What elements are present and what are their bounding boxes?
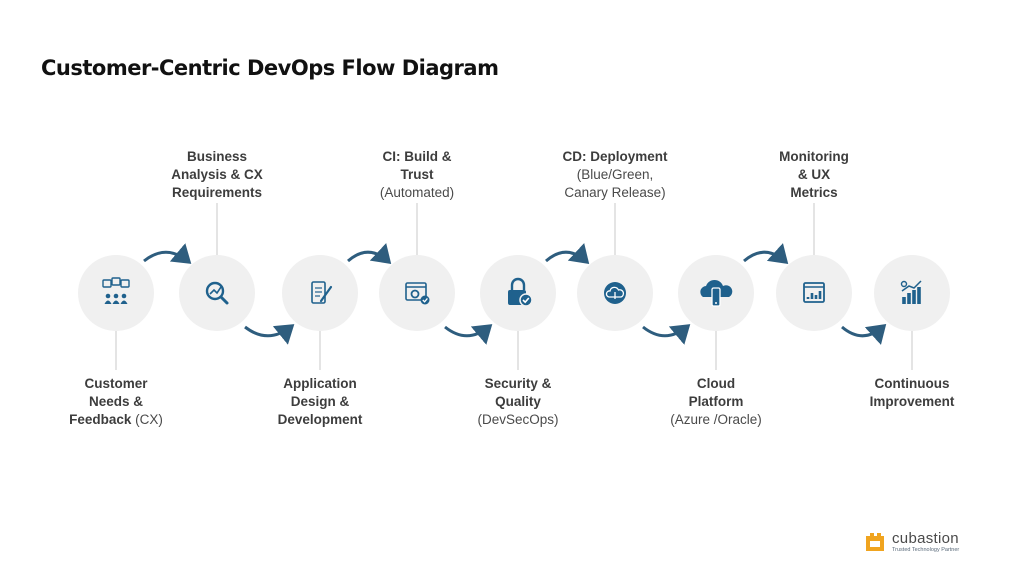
step-label-bold: Analysis & CX	[171, 167, 263, 182]
step-label-bold: Metrics	[790, 185, 838, 200]
step-label-plain: (Blue/Green,	[576, 167, 654, 182]
step-circle	[282, 255, 358, 331]
step-circle	[874, 255, 950, 331]
flow-arrow	[444, 324, 493, 345]
deployment-cloud-icon	[604, 282, 626, 304]
step-node	[577, 255, 653, 331]
step-circle	[78, 255, 154, 331]
flow-arrow	[545, 243, 590, 265]
analysis-magnifier-icon	[205, 281, 229, 305]
step-label-bold: Feedback	[69, 412, 132, 427]
step-label-bold: Design &	[290, 394, 350, 409]
step-label-bold: CD: Deployment	[562, 149, 668, 164]
security-lock-icon	[508, 277, 533, 307]
step-label-bold: Customer	[84, 376, 148, 391]
step-circle	[776, 255, 852, 331]
step-node	[678, 255, 754, 331]
flow-arrow	[143, 243, 192, 264]
step-label-bold: Cloud	[696, 376, 736, 391]
step-label-bold: Security &	[484, 376, 552, 391]
step-label-bold: Monitoring	[779, 149, 849, 164]
continuous-improvement-icon	[900, 280, 922, 304]
flow-arrow	[347, 243, 392, 265]
flow-arrow	[743, 243, 789, 265]
step-label-bold: Requirements	[171, 185, 263, 200]
step-label-plain: (Automated)	[379, 185, 455, 200]
step-node	[379, 255, 455, 331]
cubastion-logo-mark	[866, 533, 884, 551]
step-label-bold: CI: Build &	[382, 149, 452, 164]
page-title: Customer-Centric DevOps Flow Diagram	[41, 56, 499, 80]
step-label-bold: & UX	[797, 167, 831, 182]
step-label-bold: Trust	[400, 167, 434, 182]
step-label: Monitoring & UX Metrics	[739, 148, 889, 202]
step-label-plain: (DevSecOps)	[477, 412, 559, 427]
step-node	[480, 255, 556, 331]
step-label-bold: Application	[283, 376, 357, 391]
step-label-bold: Improvement	[869, 394, 955, 409]
step-label-bold: Quality	[495, 394, 541, 409]
step-label: CD: Deployment (Blue/Green, Canary Release…	[540, 148, 690, 202]
step-node	[78, 255, 154, 331]
cloud-platform-icon	[700, 279, 733, 307]
step-node	[179, 255, 255, 331]
step-label-bold: Needs &	[88, 394, 144, 409]
brand-name: cubastion	[892, 530, 959, 547]
step-label-bold: Platform	[688, 394, 744, 409]
step-node	[874, 255, 950, 331]
app-design-icon	[311, 281, 333, 304]
step-node	[282, 255, 358, 331]
step-node	[776, 255, 852, 331]
flow-arrow	[841, 323, 887, 345]
monitoring-dashboard-icon	[803, 282, 825, 303]
cubastion-logo: cubastion Trusted Technology Partner	[864, 531, 959, 554]
step-label-bold: Development	[277, 412, 363, 427]
brand-tagline: Trusted Technology Partner	[892, 547, 960, 553]
step-label-plain: (Azure /Oracle)	[670, 412, 762, 427]
step-label-bold: Business	[186, 149, 248, 164]
step-label-bold: Continuous	[874, 376, 950, 391]
flow-arrow	[244, 324, 295, 345]
ci-build-icon	[405, 282, 430, 305]
flow-arrow	[642, 324, 691, 345]
step-label: Security & Quality (DevSecOps)	[443, 375, 593, 429]
step-circle	[379, 255, 455, 331]
step-label-plain: Canary Release)	[564, 185, 666, 200]
customer-feedback-icon	[102, 277, 130, 304]
step-label: CI: Build & Trust (Automated)	[342, 148, 492, 202]
step-label-plain: (CX)	[131, 412, 163, 427]
